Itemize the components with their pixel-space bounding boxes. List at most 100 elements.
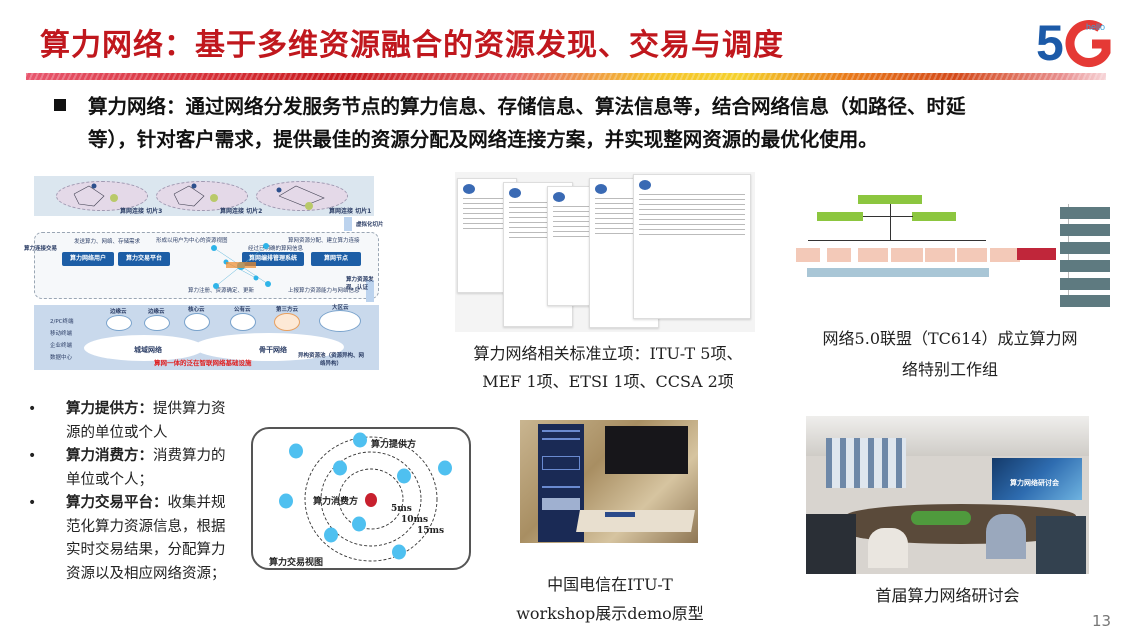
org-box-member	[1060, 207, 1110, 219]
seminar-caption: 首届算力网络研讨会	[875, 586, 1020, 605]
flow-label: 发送算力、网络、存储需求	[74, 239, 141, 245]
bullet-text: 提供算力资源的单位或个人	[66, 401, 226, 441]
alliance-caption-line: 络特别工作组	[901, 360, 998, 379]
slice-layer: 算网连接 切片3 算网连接 切片2 算网连接 切片1	[34, 176, 374, 216]
bullet-dot-icon: •	[28, 495, 37, 511]
org-box-wg	[925, 248, 955, 262]
terminal-label: 数据中心	[50, 355, 73, 361]
right-input-label: 算力资源发现、认证	[346, 277, 374, 291]
left-input-label: 算力连接交易	[24, 246, 58, 252]
trading-view-label: 算力交易视图	[269, 558, 324, 568]
virtual-slice-label: 虚拟化切片	[356, 222, 384, 228]
provider-dot	[324, 527, 338, 543]
org-box-member	[1060, 295, 1110, 307]
svg-text:hello: hello	[1086, 22, 1105, 32]
seminar-photo: 算力网络研讨会	[806, 416, 1089, 574]
org-box-member	[1060, 278, 1110, 290]
lead-line-2: 等），针对客户需求，提供最佳的资源分配及网络连接方案，并实现整网资源的最优化使用…	[88, 128, 878, 151]
projection-screen: 算力网络研讨会	[992, 458, 1082, 500]
cloud-label: 核心云	[188, 307, 205, 313]
node-orchestration-system: 算网编排管理系统	[242, 252, 304, 266]
cloud-icon	[106, 315, 132, 331]
bullet-term: 算力消费方：	[66, 448, 153, 464]
bullet-term: 算力提供方：	[66, 401, 153, 417]
poster-banner	[538, 424, 584, 542]
standards-caption-line: 算力网络相关标准立项：ITU-T 5项、	[473, 344, 743, 363]
terminal-label: 企业终端	[50, 343, 73, 349]
org-box-wg	[891, 248, 923, 262]
org-box-wg	[858, 248, 888, 262]
bullet-dot-icon: •	[28, 401, 37, 417]
slice-topology-icon	[73, 183, 325, 210]
provider-dot	[279, 493, 293, 509]
org-box-leader	[1017, 248, 1056, 260]
document-page	[633, 174, 751, 319]
trading-view-diagram: 算力提供方 算力消费方 5ms 10ms 15ms 算力交易视图	[251, 427, 471, 570]
attendee	[868, 528, 908, 568]
provider-dot	[353, 432, 367, 448]
attendee	[986, 514, 1026, 559]
window	[826, 438, 906, 488]
demo-photo	[520, 420, 698, 543]
demo-caption-line: 中国电信在ITU-T	[547, 575, 673, 594]
org-base-bar	[807, 268, 989, 277]
bullet-item: • 算力提供方：提供算力资源的单位或个人	[28, 398, 238, 445]
flow-label: 形成以用户为中心的资源视图	[156, 238, 228, 244]
org-line	[890, 204, 891, 240]
ring-label-5ms: 5ms	[391, 504, 412, 514]
org-line	[808, 240, 986, 241]
bullet-term: 算力交易平台：	[66, 495, 168, 511]
chair	[806, 514, 856, 574]
heterogeneous-pool-label: 异构资源池（资源异构、网络异构）	[297, 353, 364, 367]
org-box	[912, 212, 956, 221]
slice-label: 算网连接 切片1	[329, 208, 372, 215]
node-trading-platform: 算力交易平台	[118, 252, 170, 266]
org-box-wg	[796, 248, 820, 262]
slice-ellipse	[156, 181, 248, 211]
org-line	[1068, 204, 1069, 304]
svg-text:5: 5	[1036, 15, 1064, 68]
org-box-wg	[990, 248, 1020, 262]
cloud-icon	[144, 315, 170, 331]
ring-label-15ms: 15ms	[417, 526, 445, 536]
provider-dot	[333, 460, 347, 476]
terminal-label: 移动终端	[50, 331, 73, 337]
5g-hello-logo: 5 hello	[1036, 14, 1116, 71]
bullet-dot-icon: •	[28, 448, 37, 464]
metro-network-cloud	[84, 335, 204, 361]
consumer-label: 算力消费方	[313, 497, 359, 507]
cloud-icon	[319, 310, 361, 332]
plants	[911, 511, 971, 525]
standards-caption-line: MEF 1项、ETSI 1项、CCSA 2项	[482, 372, 734, 391]
square-bullet-icon	[54, 99, 66, 111]
brochure	[605, 512, 635, 517]
display-screen	[605, 426, 688, 474]
demo-caption-line: workshop展示demo原型	[516, 604, 704, 623]
node-network-user: 算力网络用户	[62, 252, 114, 266]
table	[576, 510, 695, 532]
org-box-member	[1060, 242, 1110, 254]
alliance-org-chart	[780, 190, 1120, 308]
bullet-text: 收集并规范化算力资源信息，根据实时交易结果，分配算力资源以及相应网络资源；	[66, 495, 226, 582]
flow-label: 算网资源分配、建立算力连接	[288, 238, 360, 244]
consumer-dot	[365, 493, 377, 507]
slice-ellipse	[56, 181, 148, 211]
alliance-caption: 网络5.0联盟（TC614）成立算力网 络特别工作组	[790, 323, 1110, 385]
up-arrow-icon	[344, 217, 352, 231]
alliance-caption-line: 网络5.0联盟（TC614）成立算力网	[822, 329, 1078, 348]
slice-ellipse	[256, 181, 348, 211]
provider-label: 算力提供方	[371, 440, 417, 450]
ring-15ms	[304, 436, 438, 562]
backbone-network-cloud	[194, 333, 344, 361]
cloud-label: 边缘云	[110, 309, 127, 315]
screen-text: 算力网络研讨会	[1010, 479, 1059, 487]
org-box-wg	[957, 248, 987, 262]
slice-label: 算网连接 切片2	[220, 208, 263, 215]
bullet-item: •算力消费方：消费算力的单位或个人；	[28, 445, 238, 492]
flow-label: 经过已明确的算网信息	[248, 246, 304, 252]
lead-paragraph: 算力网络：通过网络分发服务节点的算力信息、存储信息、算法信息等，结合网络信息（如…	[54, 90, 1104, 156]
provider-dot	[289, 443, 303, 459]
infrastructure-caption: 算网一体的泛在智联网络基础设施	[154, 359, 252, 367]
org-line	[863, 216, 913, 217]
ring-10ms	[320, 451, 422, 547]
